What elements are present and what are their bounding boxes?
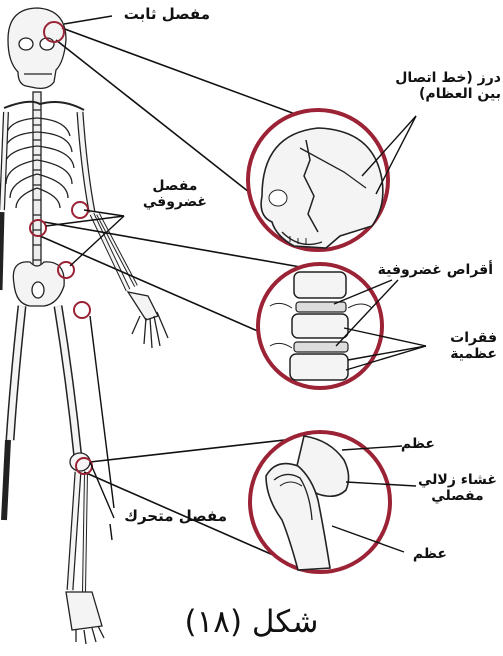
label-synovial-line2: مفصلي <box>418 488 497 504</box>
label-cartilage-joint: مفصل غضروفي <box>143 178 207 210</box>
label-bone-bottom: عظم <box>413 546 447 562</box>
label-cartilage-discs: أقراص غضروفية <box>378 262 493 278</box>
label-suture-line1: درز (خط اتصال <box>395 70 501 86</box>
figure-caption: شكل (١٨) <box>0 604 503 640</box>
vertebrae-detail <box>258 264 382 388</box>
label-synovial-line1: غشاء زلالي <box>418 472 497 488</box>
label-vertebrae-line2: عظمية <box>450 346 497 362</box>
movable-joint-detail <box>250 432 390 572</box>
hip-joint-marker <box>74 302 90 318</box>
label-fixed-joint: مفصل ثابت <box>124 6 210 23</box>
skull-detail <box>248 110 388 250</box>
skeleton-illustration <box>0 8 168 644</box>
label-synovial: غشاء زلالي مفصلي <box>418 472 497 504</box>
label-bone-top: عظم <box>401 436 435 452</box>
label-suture-line2: بين العظام) <box>395 86 501 102</box>
label-vertebrae-line1: فقرات <box>450 330 497 346</box>
label-suture: درز (خط اتصال بين العظام) <box>395 70 501 102</box>
label-movable-joint: مفصل متحرك <box>124 508 227 525</box>
label-cartilage-joint-line2: غضروفي <box>143 194 207 210</box>
label-vertebrae: فقرات عظمية <box>450 330 497 362</box>
label-cartilage-joint-line1: مفصل <box>143 178 207 194</box>
